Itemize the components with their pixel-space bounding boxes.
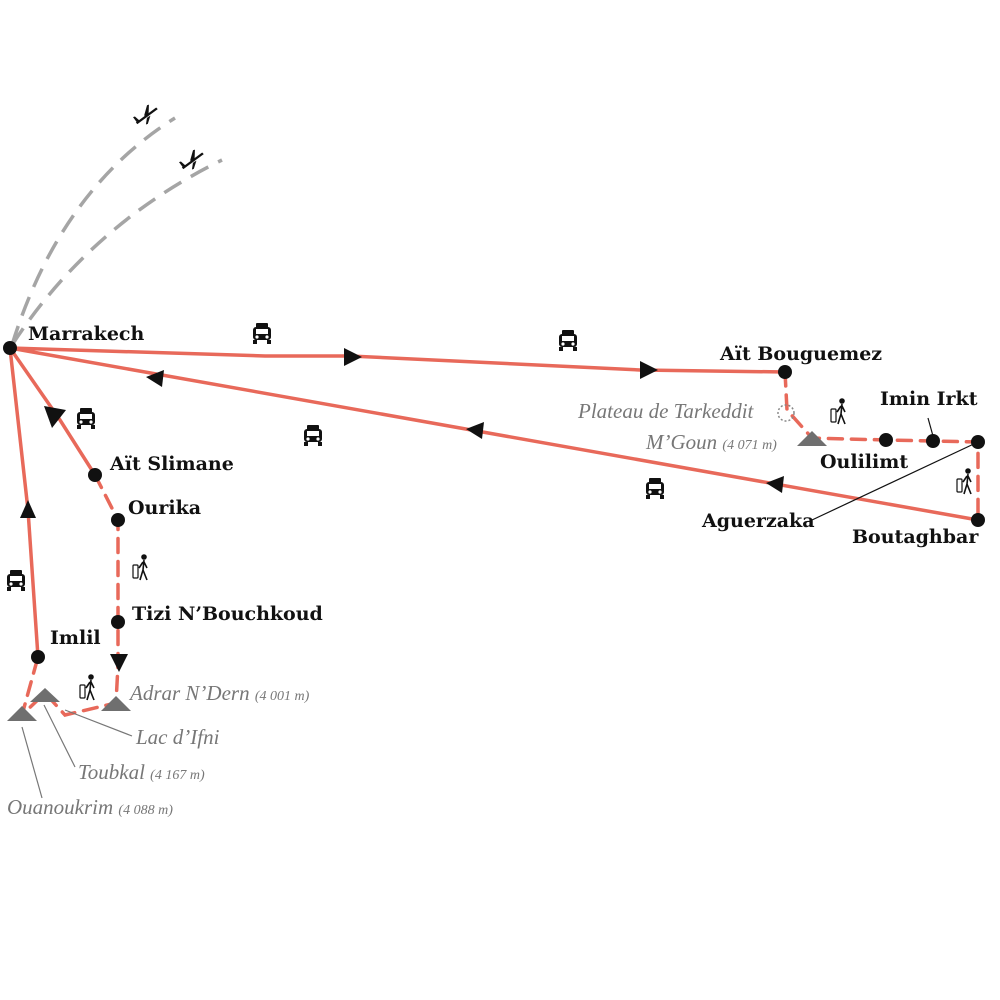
- label-mgoun: M’Goun (4 071 m): [645, 430, 777, 454]
- stop-tizi[interactable]: [111, 615, 125, 629]
- hiker-icon: [132, 554, 148, 581]
- label-ait-slimane: Aït Slimane: [109, 453, 234, 475]
- flight-paths: [10, 102, 223, 346]
- label-toubkal: Toubkal (4 167 m): [78, 760, 205, 784]
- arrow-left-icon: [766, 476, 784, 493]
- trek-toubkal: [18, 473, 120, 721]
- label-oulilimt: Oulilimt: [820, 451, 908, 473]
- label-lac-ifni: Lac d’Ifni: [135, 725, 220, 749]
- arrow-down-icon: [110, 654, 128, 672]
- stop-imin-irkt[interactable]: [926, 434, 940, 448]
- stop-oulilimt[interactable]: [879, 433, 893, 447]
- hiker-icon: [79, 674, 95, 701]
- arrow-right-icon: [344, 348, 362, 366]
- label-tizi: Tizi N’Bouchkoud: [132, 603, 323, 625]
- stop-ait-bouguemez[interactable]: [778, 365, 792, 379]
- plane-icon: [130, 102, 162, 128]
- stop-imlil[interactable]: [31, 650, 45, 664]
- triangle-icon: [7, 706, 37, 721]
- label-imin-irkt: Imin Irkt: [880, 388, 978, 410]
- car-icon: [77, 408, 95, 429]
- label-ourika: Ourika: [128, 497, 201, 519]
- arrow-down-icon: [44, 406, 66, 428]
- car-icon: [253, 323, 271, 344]
- arrow-left-icon: [466, 422, 484, 439]
- stop-ourika[interactable]: [111, 513, 125, 527]
- direction-arrows: [20, 348, 784, 672]
- plateau-marker: [777, 404, 795, 422]
- arrow-up-icon: [20, 500, 36, 518]
- arrow-right-icon: [640, 361, 658, 379]
- hiker-icon: [830, 398, 846, 425]
- flight-path-1: [10, 116, 176, 346]
- stop-ait-slimane[interactable]: [88, 468, 102, 482]
- triangle-icon: [30, 688, 60, 702]
- label-ait-bouguemez: Aït Bouguemez: [719, 343, 882, 365]
- summits: [7, 404, 827, 721]
- car-icon: [646, 478, 664, 499]
- label-adrar: Adrar N’Dern (4 001 m): [128, 681, 310, 705]
- stop-marrakech[interactable]: [3, 341, 17, 355]
- arrow-left-icon: [146, 370, 164, 387]
- leader-lines: [21, 417, 979, 799]
- label-ouanoukrim: Ouanoukrim (4 088 m): [7, 795, 173, 819]
- triangle-icon: [797, 431, 827, 446]
- route-imlil-marrakech: [8, 346, 40, 659]
- label-imlil: Imlil: [50, 627, 101, 649]
- label-tarkeddit: Plateau de Tarkeddit: [577, 399, 755, 423]
- label-marrakech: Marrakech: [28, 323, 144, 345]
- routes: [8, 346, 980, 721]
- stops: [3, 341, 985, 664]
- route-return-marrakech: [8, 346, 980, 522]
- route-marrakech-slimane: [8, 346, 97, 477]
- label-boutaghbar: Boutaghbar: [852, 526, 979, 548]
- car-icon: [304, 425, 322, 446]
- stop-boutaghbar[interactable]: [971, 513, 985, 527]
- hiker-icon: [956, 468, 972, 495]
- stop-aguerzaka[interactable]: [971, 435, 985, 449]
- place-labels: Marrakech Aït Bouguemez Imin Irkt Oulili…: [7, 323, 979, 819]
- label-aguerzaka: Aguerzaka: [701, 510, 815, 532]
- flight-path-2: [10, 158, 223, 346]
- triangle-icon: [101, 696, 131, 711]
- car-icon: [559, 330, 577, 351]
- car-icon: [7, 570, 25, 591]
